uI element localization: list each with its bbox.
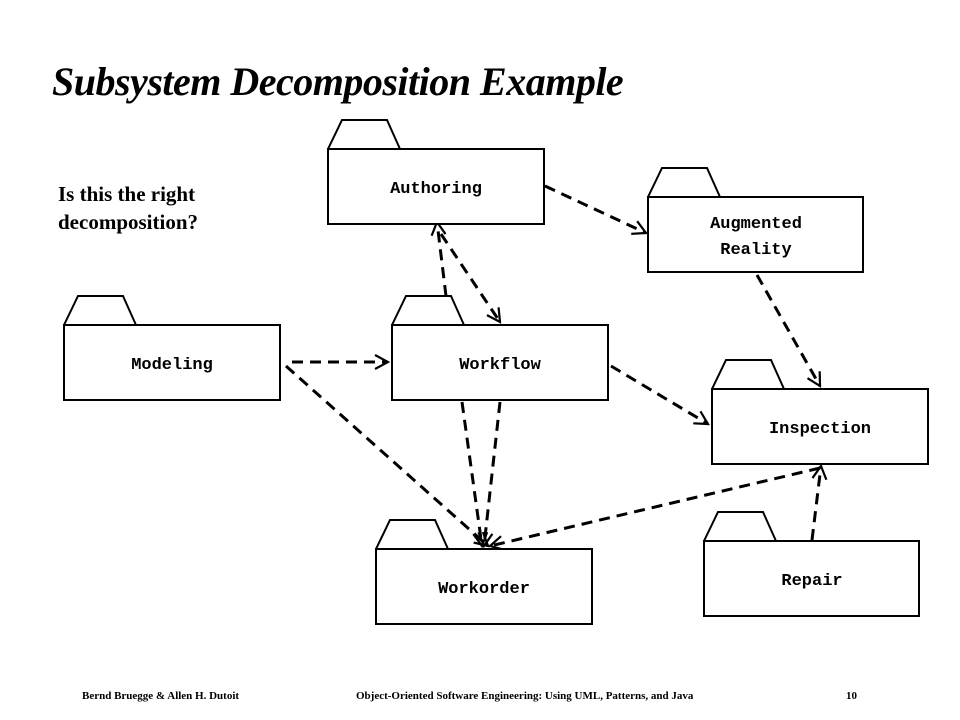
package-label-inspection: Inspection — [769, 420, 871, 439]
footer-authors: Bernd Bruegge & Allen H. Dutoit — [82, 690, 240, 702]
package-workflow: Workflow — [391, 295, 609, 401]
package-label-repair: Repair — [781, 572, 842, 591]
package-label-modeling: Modeling — [131, 356, 213, 375]
package-repair: Repair — [703, 511, 920, 617]
package-label-augmented: Augmented — [710, 215, 802, 234]
question-text: Is this the right decomposition? — [58, 182, 199, 234]
dep-workflow-to-authoring — [437, 222, 448, 297]
dep-workflow-to-workorder-1 — [460, 401, 482, 546]
package-modeling: Modeling — [63, 295, 281, 401]
footer-page-number: 10 — [846, 690, 857, 702]
package-label-reality: Reality — [720, 241, 791, 260]
package-augmented-reality: Augmented Reality — [647, 167, 864, 273]
dep-inspection-to-workorder — [490, 466, 821, 546]
dep-workflow-to-workorder-2 — [484, 401, 502, 546]
dep-repair-to-inspection — [810, 466, 821, 541]
package-workorder: Workorder — [375, 519, 593, 625]
package-authoring: Authoring — [327, 119, 545, 225]
dep-augmented-reality-to-inspection — [755, 274, 822, 386]
dep-modeling-to-workorder — [285, 364, 488, 546]
package-inspection: Inspection — [711, 359, 929, 465]
dep-workflow-to-inspection — [610, 364, 708, 426]
package-label-workflow: Workflow — [459, 356, 541, 375]
slide-title: Subsystem Decomposition Example — [52, 59, 624, 104]
dep-authoring-to-augmented-reality — [544, 184, 646, 233]
package-label-authoring: Authoring — [390, 180, 482, 199]
package-label-workorder: Workorder — [438, 580, 530, 599]
footer-book: Object-Oriented Software Engineering: Us… — [356, 690, 694, 702]
